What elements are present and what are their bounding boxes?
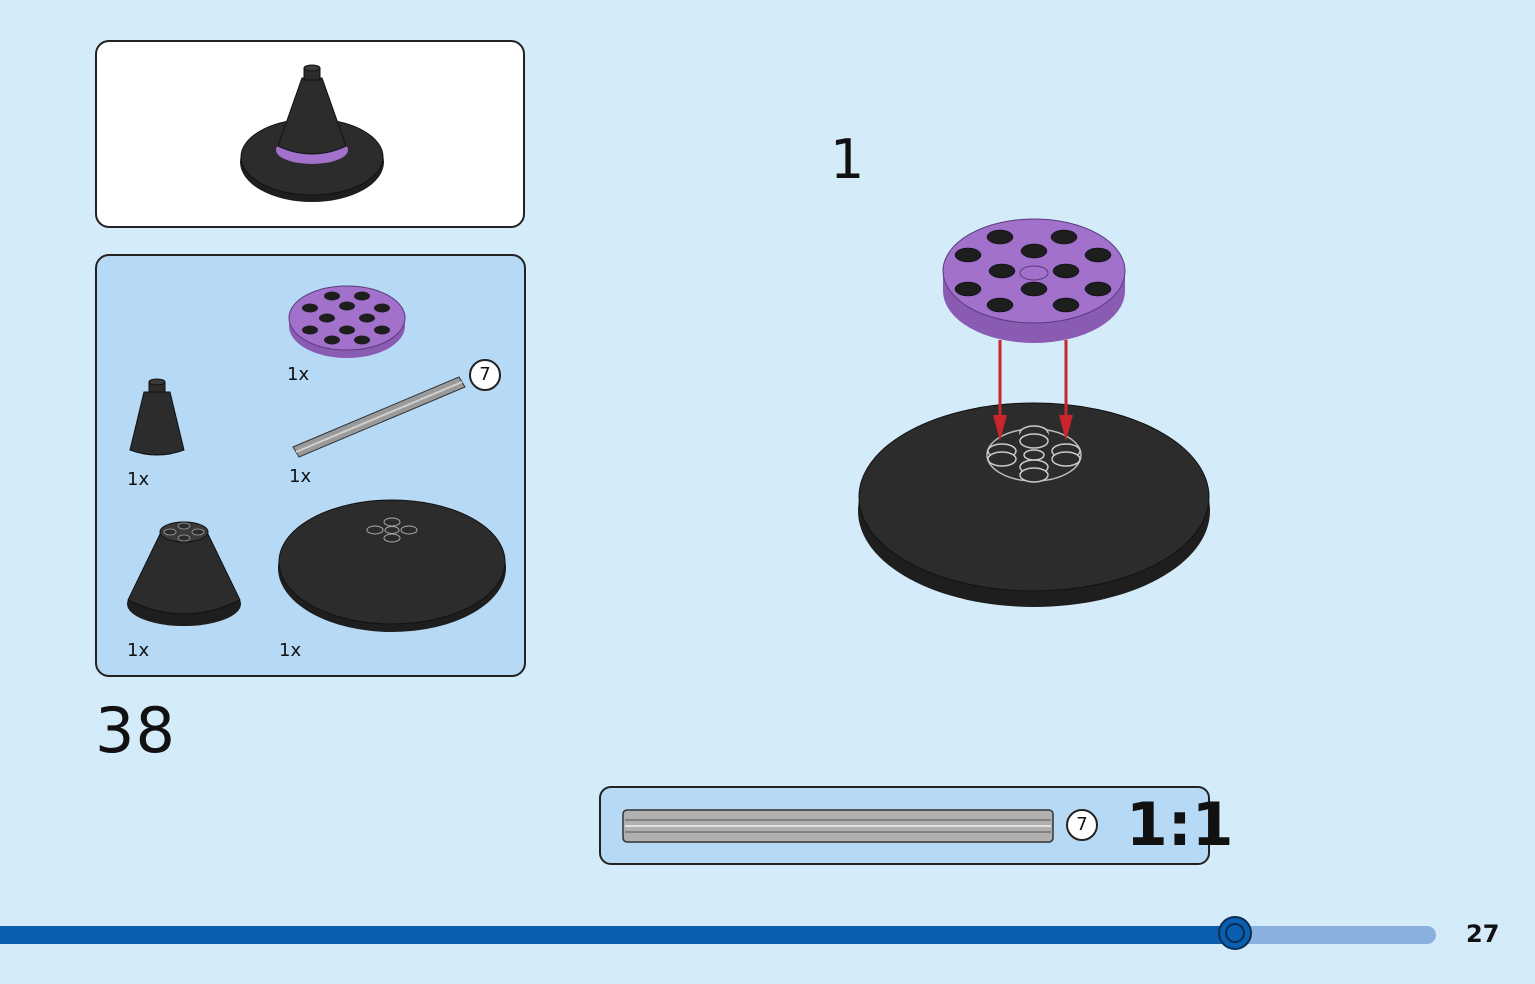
qty-axle: 1x: [289, 466, 312, 487]
axle-icon: [292, 376, 466, 458]
axle-length-callout: 7: [469, 359, 501, 391]
build-illustration: [858, 218, 1210, 607]
witch-hat-preview-icon: [240, 64, 384, 202]
assembly-preview-panel: [95, 40, 525, 228]
scale-reference-box: 7 1:1: [599, 786, 1234, 865]
large-cone-icon: [127, 521, 241, 626]
qty-small-cone: 1x: [127, 469, 150, 490]
round-base-plate-icon: [278, 499, 506, 632]
scale-label: 1:1: [1126, 790, 1234, 860]
page-step-number: 38: [95, 694, 176, 767]
progress-fill: [0, 926, 1235, 944]
qty-round-base-plate: 1x: [279, 640, 302, 661]
progress-knob[interactable]: [1218, 916, 1252, 950]
round-plate-purple-icon: [288, 285, 406, 358]
page-number: 27: [1466, 920, 1500, 948]
axle-scale-icon: [622, 809, 1054, 843]
placement-arrows-icon: [993, 340, 1073, 441]
qty-large-cone: 1x: [127, 640, 150, 661]
sub-step-number: 1: [830, 128, 865, 191]
parts-list-panel: 1x 7 1x 1x 1x 1x: [95, 254, 526, 677]
qty-round-plate: 1x: [287, 364, 310, 385]
scale-axle-callout: 7: [1066, 809, 1098, 841]
small-cone-icon: [129, 378, 185, 456]
